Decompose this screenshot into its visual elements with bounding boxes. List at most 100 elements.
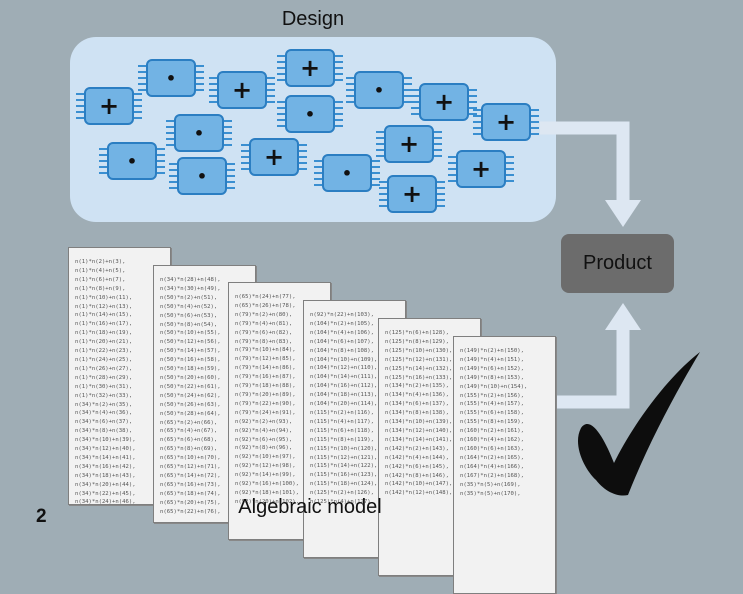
equation-line: n(50)*n(4)+n(52), bbox=[160, 303, 218, 310]
equation-line: n(35)*n(5)+n(169), bbox=[460, 481, 521, 488]
equation-line: n(164)*n(2)+n(165), bbox=[460, 454, 524, 461]
equation-line: n(34)*n(24)+n(46), bbox=[75, 499, 136, 505]
equation-line: n(115)*n(6)+n(118), bbox=[310, 427, 374, 434]
equation-line: n(1)*n(14)+n(15), bbox=[75, 312, 133, 319]
equation-line: n(65)*n(6)+n(68), bbox=[160, 437, 218, 444]
equation-line: n(142)*n(10)+n(147), bbox=[385, 481, 453, 488]
checkmark bbox=[577, 352, 700, 496]
equation-line: n(142)*n(8)+n(146), bbox=[385, 472, 449, 479]
chip-symbol: + bbox=[232, 76, 252, 104]
equation-line: n(79)*n(24)+n(91), bbox=[235, 409, 296, 416]
equation-line: n(104)*n(20)+n(114), bbox=[310, 401, 378, 408]
equation-line: n(92)*n(10)+n(97), bbox=[235, 454, 296, 461]
equation-line: n(104)*n(8)+n(108), bbox=[310, 347, 374, 354]
design-to-product-arrow bbox=[540, 121, 641, 227]
equation-line: n(125)*n(14)+n(132), bbox=[385, 365, 453, 372]
chip-dot: • bbox=[138, 59, 204, 97]
equation-line: n(155)*n(6)+n(158), bbox=[460, 410, 524, 417]
equation-line: n(50)*n(10)+n(55), bbox=[160, 330, 221, 337]
equation-line: n(125)*n(4)+n(127), bbox=[310, 499, 374, 506]
equation-line: n(142)*n(12)+n(148), bbox=[385, 490, 453, 497]
equation-line: n(92)*n(6)+n(95), bbox=[235, 436, 293, 443]
chip-symbol: • bbox=[305, 105, 315, 124]
chip-plus: + bbox=[241, 138, 307, 176]
page-number: 2 bbox=[36, 506, 47, 527]
equation-line: n(50)*n(20)+n(60), bbox=[160, 374, 221, 381]
equation-line: n(115)*n(14)+n(122), bbox=[310, 463, 378, 470]
model-to-product-arrow bbox=[540, 303, 641, 409]
chip-symbol: + bbox=[99, 92, 119, 120]
equation-line: n(92)*n(4)+n(94), bbox=[235, 427, 293, 434]
equation-line: n(92)*n(22)+n(103), bbox=[310, 312, 374, 318]
equation-line: n(50)*n(18)+n(59), bbox=[160, 366, 221, 373]
chip-symbol: + bbox=[300, 54, 320, 82]
equation-line: n(34)*n(30)+n(49), bbox=[160, 285, 221, 292]
chip-symbol: + bbox=[471, 155, 491, 183]
equation-line: n(104)*n(16)+n(112), bbox=[310, 383, 378, 390]
chip-symbol: + bbox=[402, 180, 422, 208]
chip-dot: • bbox=[166, 114, 232, 152]
equation-line: n(149)*n(6)+n(152), bbox=[460, 365, 524, 372]
equation-line: n(34)*n(6)+n(37), bbox=[75, 419, 133, 426]
chip-plus: + bbox=[379, 175, 445, 213]
equation-line: n(92)*n(2)+n(93), bbox=[235, 418, 293, 425]
chip-dot: • bbox=[346, 71, 412, 109]
equation-line: n(65)*n(20)+n(75), bbox=[160, 499, 221, 506]
equation-line: n(50)*n(12)+n(56), bbox=[160, 339, 221, 346]
equation-line: n(34)*n(12)+n(40), bbox=[75, 446, 136, 453]
equation-line: n(34)*n(22)+n(45), bbox=[75, 490, 136, 497]
equation-line: n(1)*n(6)+n(7), bbox=[75, 276, 126, 283]
equation-line: n(104)*n(6)+n(107), bbox=[310, 338, 374, 345]
equation-line: n(1)*n(32)+n(33), bbox=[75, 392, 133, 399]
equation-line: n(134)*n(14)+n(141), bbox=[385, 436, 453, 443]
equation-line: n(104)*n(10)+n(109), bbox=[310, 356, 378, 363]
equation-line: n(79)*n(8)+n(83), bbox=[235, 338, 293, 345]
equation-line: n(125)*n(10)+n(130), bbox=[385, 347, 453, 354]
chip-plus: + bbox=[209, 71, 275, 109]
equation-line: n(104)*n(2)+n(105), bbox=[310, 320, 374, 327]
equation-line: n(34)*n(18)+n(43), bbox=[75, 472, 136, 479]
equation-line: n(1)*n(4)+n(5), bbox=[75, 267, 126, 274]
equation-line: n(79)*n(16)+n(87), bbox=[235, 374, 296, 381]
diagram: +•++•+•+••++•+•+ n(1)*n(2)+n(3),n(1)*n(4… bbox=[36, 8, 700, 594]
equation-line: n(104)*n(14)+n(111), bbox=[310, 374, 378, 381]
equation-line: n(160)*n(2)+n(161), bbox=[460, 428, 524, 435]
equation-line: n(1)*n(12)+n(13), bbox=[75, 303, 133, 310]
equation-line: n(92)*n(12)+n(98), bbox=[235, 463, 296, 470]
equation-line: n(1)*n(8)+n(9), bbox=[75, 285, 126, 292]
equation-line: n(149)*n(8)+n(153), bbox=[460, 374, 524, 381]
equation-line: n(65)*n(2)+n(66), bbox=[160, 419, 218, 426]
equation-line: n(79)*n(14)+n(86), bbox=[235, 365, 296, 372]
equation-line: n(115)*n(10)+n(120), bbox=[310, 445, 378, 452]
equation-line: n(1)*n(16)+n(17), bbox=[75, 321, 133, 328]
equation-line: n(115)*n(12)+n(121), bbox=[310, 454, 378, 461]
equation-line: n(149)*n(10)+n(154), bbox=[460, 383, 528, 390]
equation-line: n(79)*n(18)+n(88), bbox=[235, 383, 296, 390]
equation-line: n(167)*n(2)+n(168), bbox=[460, 472, 524, 479]
equation-line: n(134)*n(6)+n(137), bbox=[385, 401, 449, 408]
design-label: Design bbox=[281, 8, 345, 30]
equation-line: n(50)*n(2)+n(51), bbox=[160, 294, 218, 301]
equation-line: n(34)*n(16)+n(42), bbox=[75, 463, 136, 470]
equation-line: n(1)*n(20)+n(21), bbox=[75, 339, 133, 346]
equation-line: n(1)*n(30)+n(31), bbox=[75, 383, 133, 390]
chip-symbol: • bbox=[166, 69, 176, 88]
product-box: Product bbox=[561, 234, 674, 293]
algebraic-model-label: Algebraic model bbox=[238, 496, 382, 518]
equation-line: n(160)*n(6)+n(163), bbox=[460, 445, 524, 452]
equation-line: n(155)*n(4)+n(157), bbox=[460, 401, 524, 408]
chip-dot: • bbox=[99, 142, 165, 180]
equation-line: n(104)*n(4)+n(106), bbox=[310, 329, 374, 336]
chip-plus: + bbox=[473, 103, 539, 141]
equation-line: n(92)*n(8)+n(96), bbox=[235, 445, 293, 452]
equation-line: n(79)*n(22)+n(90), bbox=[235, 400, 296, 407]
equation-line: n(1)*n(24)+n(25), bbox=[75, 356, 133, 363]
equation-line: n(65)*n(4)+n(67), bbox=[160, 428, 218, 435]
equation-line: n(50)*n(26)+n(63), bbox=[160, 401, 221, 408]
equation-line: n(34)*n(8)+n(38), bbox=[75, 428, 133, 435]
equation-line: n(1)*n(26)+n(27), bbox=[75, 365, 133, 372]
chip-plus: + bbox=[376, 125, 442, 163]
equation-line: n(125)*n(16)+n(133), bbox=[385, 374, 453, 381]
equation-line: n(92)*n(16)+n(100), bbox=[235, 481, 299, 488]
equation-line: n(134)*n(4)+n(136), bbox=[385, 392, 449, 399]
